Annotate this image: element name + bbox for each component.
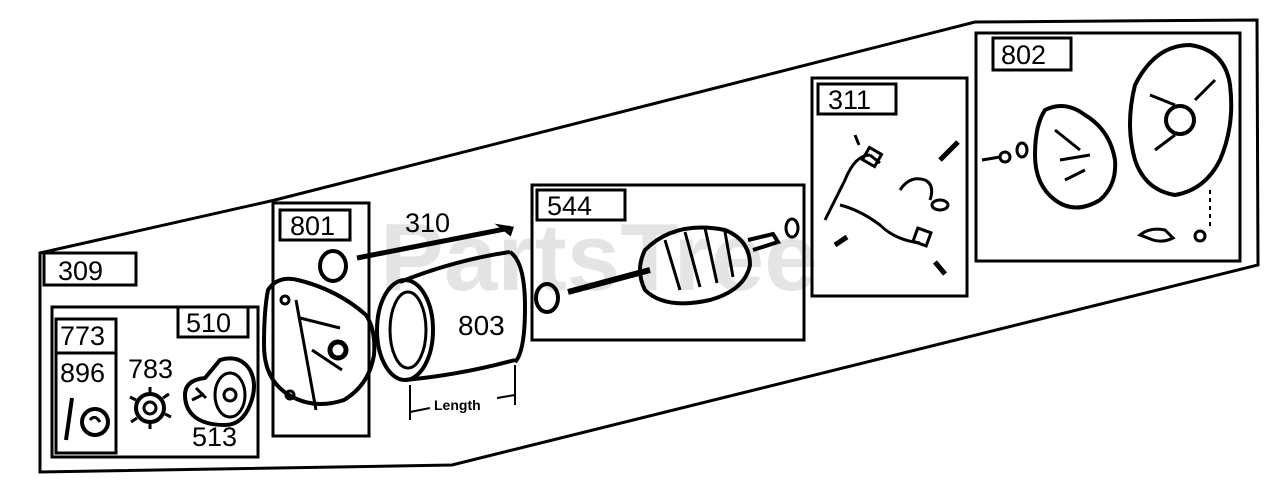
group-box-896 bbox=[54, 351, 118, 455]
brush-set-part bbox=[823, 134, 960, 276]
watermark: PartsTree bbox=[380, 204, 818, 311]
part-label-896: 896 bbox=[60, 358, 105, 388]
brush-holder-part bbox=[1032, 104, 1118, 210]
group-box-802 bbox=[974, 31, 1242, 263]
label-box-309 bbox=[42, 251, 138, 287]
nut-part bbox=[1193, 229, 1207, 243]
screw-part bbox=[981, 141, 1029, 164]
pinion-gear-part bbox=[129, 387, 172, 429]
length-dimension bbox=[409, 365, 516, 420]
terminal-part bbox=[1137, 227, 1176, 243]
part-label-803: 803 bbox=[458, 310, 505, 341]
label-box-510 bbox=[176, 305, 250, 339]
assembly-outline bbox=[38, 18, 1260, 474]
label-box-801 bbox=[278, 208, 352, 242]
group-box-544 bbox=[530, 183, 806, 342]
part-label-773: 773 bbox=[60, 321, 105, 351]
part-label-544: 544 bbox=[547, 191, 592, 221]
part-label-783: 783 bbox=[128, 354, 173, 384]
washer-small-part bbox=[784, 217, 800, 239]
armature-part bbox=[567, 225, 782, 306]
group-box-311 bbox=[810, 76, 969, 298]
part-label-310: 310 bbox=[405, 208, 450, 238]
through-bolt-head bbox=[494, 223, 514, 237]
length-label: Length bbox=[434, 397, 481, 413]
end-cap-part bbox=[261, 276, 377, 411]
part-label-513: 513 bbox=[192, 422, 237, 452]
label-box-311 bbox=[816, 82, 898, 116]
part-label-510: 510 bbox=[186, 308, 231, 338]
through-bolt-part bbox=[356, 225, 511, 261]
end-frame-part bbox=[1128, 42, 1234, 198]
group-box-510 bbox=[50, 305, 260, 459]
drive-assembly-part bbox=[182, 356, 256, 428]
right-margin bbox=[1260, 0, 1280, 498]
part-label-801: 801 bbox=[290, 211, 335, 241]
retaining-clip-part bbox=[80, 407, 110, 437]
pin-part bbox=[64, 397, 74, 441]
washer-801-part bbox=[318, 249, 348, 283]
retaining-clip-detail bbox=[88, 415, 102, 423]
part-label-802: 802 bbox=[1001, 40, 1046, 70]
label-box-544 bbox=[535, 188, 627, 222]
label-box-802 bbox=[991, 36, 1073, 72]
part-label-311: 311 bbox=[828, 85, 871, 115]
washer-544-part bbox=[534, 282, 560, 314]
motor-housing-part bbox=[375, 250, 528, 382]
part-label-309: 309 bbox=[58, 256, 103, 286]
